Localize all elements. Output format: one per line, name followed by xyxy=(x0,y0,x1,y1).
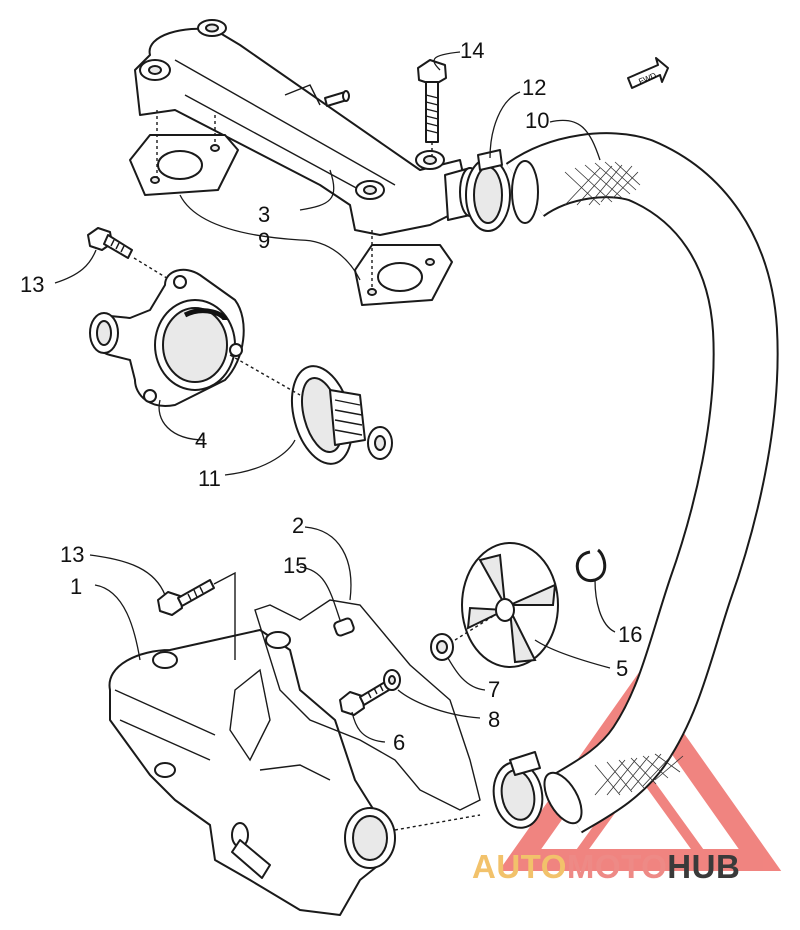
impeller xyxy=(454,542,559,668)
callout-14: 14 xyxy=(460,38,484,63)
circlip xyxy=(575,548,607,582)
thermostat-housing xyxy=(89,268,245,407)
callout-4: 4 xyxy=(195,428,207,453)
watermark-moto: MOTO xyxy=(567,848,667,885)
watermark-text: AUTOMOTOHUB xyxy=(472,848,740,885)
callout-13-lower: 13 xyxy=(60,542,84,567)
pump-cover-gasket xyxy=(254,599,481,811)
washer-7 xyxy=(430,633,454,661)
callout-3: 3 xyxy=(258,202,270,227)
watermark-hub: HUB xyxy=(667,848,740,885)
callout-2: 2 xyxy=(292,513,304,538)
bolt-14 xyxy=(417,59,447,160)
hose-clamp-upper xyxy=(465,149,511,232)
hose-mesh-bottom xyxy=(594,753,684,796)
callout-7: 7 xyxy=(488,677,500,702)
dowel-pin xyxy=(333,617,355,637)
callout-11: 11 xyxy=(198,466,221,491)
callout-labels: 14 12 10 3 9 13 4 11 2 13 15 1 16 5 7 8 … xyxy=(20,38,642,755)
callout-8: 8 xyxy=(488,707,500,732)
callout-12: 12 xyxy=(522,75,546,100)
watermark-auto: AUTO xyxy=(472,848,567,885)
washer-8 xyxy=(383,669,401,691)
bolt-13-upper xyxy=(87,227,171,281)
coolant-hose xyxy=(505,132,779,834)
gasket-upper xyxy=(129,110,239,196)
callout-6: 6 xyxy=(393,730,405,755)
forward-direction-arrow: FWD xyxy=(627,57,669,89)
hose-clamp-lower xyxy=(492,751,544,829)
callout-10: 10 xyxy=(525,108,549,133)
bolt-13-lower xyxy=(157,571,236,660)
callout-16: 16 xyxy=(618,622,642,647)
callout-15: 15 xyxy=(283,553,307,578)
bolt-6 xyxy=(339,681,390,716)
callout-9: 9 xyxy=(258,228,270,253)
callout-1: 1 xyxy=(70,574,82,599)
callout-5: 5 xyxy=(616,656,628,681)
callout-13-upper: 13 xyxy=(20,272,44,297)
hose-mesh-top xyxy=(564,161,641,206)
thermostat xyxy=(229,354,393,465)
gasket-lower xyxy=(354,230,453,306)
water-pump-housing xyxy=(108,629,481,916)
leader-lines xyxy=(54,51,616,743)
svg-text:AUTOMOTOHUB: AUTOMOTOHUB xyxy=(472,848,740,885)
